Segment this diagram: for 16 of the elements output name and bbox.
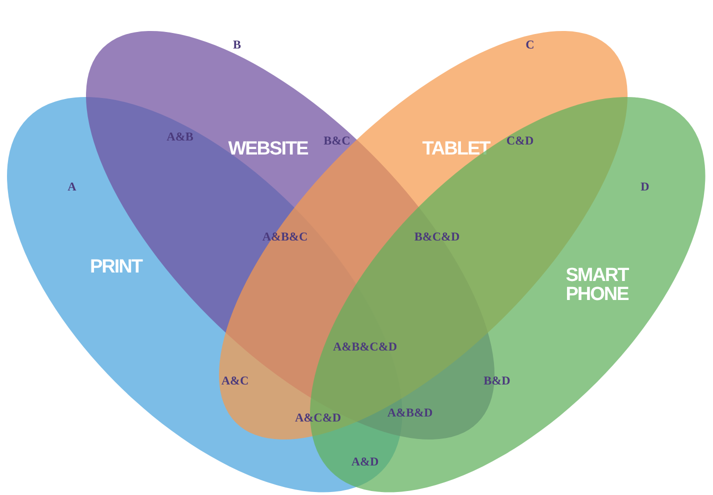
region-label: A&B&C&D xyxy=(333,340,397,354)
region-label: D xyxy=(640,180,650,194)
set-name: PRINT xyxy=(88,257,144,276)
region-label: B xyxy=(233,38,241,52)
set-name: TABLET xyxy=(421,139,492,158)
region-label: A&B&D xyxy=(387,406,433,420)
region-label: A xyxy=(68,180,76,194)
region-label: C xyxy=(526,38,534,52)
region-label: B&C xyxy=(324,134,350,148)
region-label: C&D xyxy=(506,134,534,148)
region-label: A&D xyxy=(351,454,379,470)
region-label: B&D xyxy=(484,374,510,388)
region-label: B&C&D xyxy=(414,230,460,244)
set-name: WEBSITE xyxy=(227,139,309,158)
region-label: A&C xyxy=(221,374,249,388)
set-name: SMART PHONE xyxy=(564,266,630,304)
